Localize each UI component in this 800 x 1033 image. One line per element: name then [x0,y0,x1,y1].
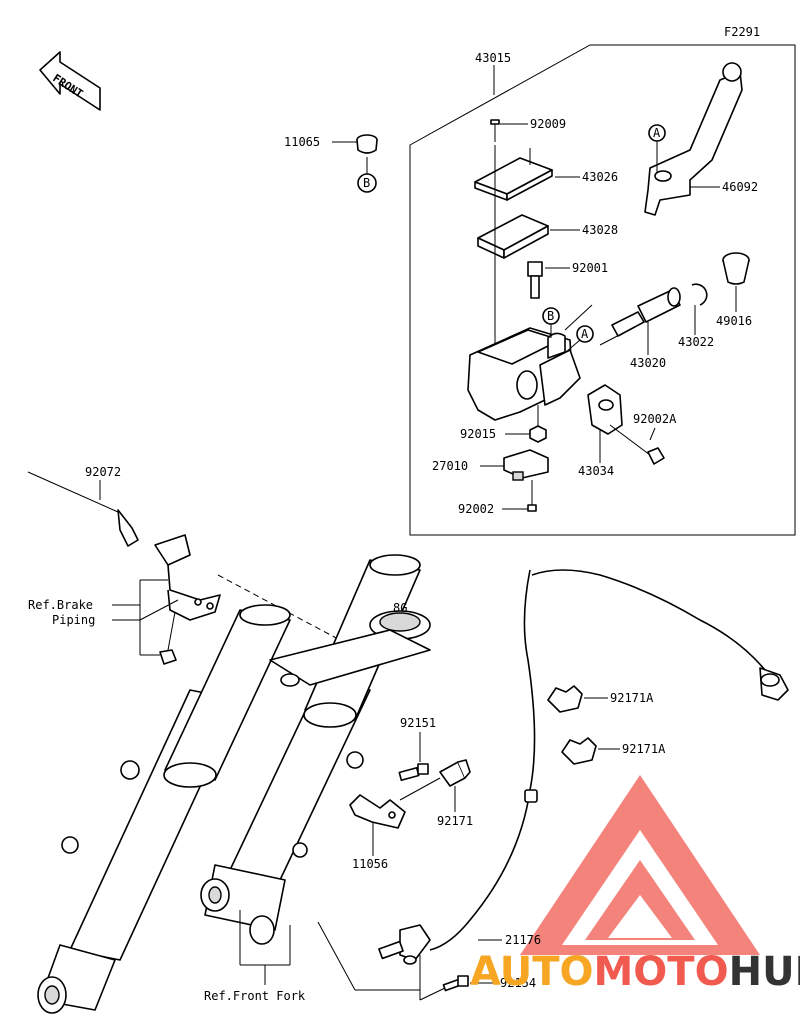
label-92171A-1: 92171A [610,691,654,705]
bolt-92001 [527,261,543,299]
clip-92171A-upper [547,685,583,713]
label-43022: 43022 [678,335,714,349]
sensor-connector [759,667,789,701]
cap-11065 [356,134,378,154]
wire-grommet [524,789,538,803]
label-92171: 92171 [437,814,473,828]
piston-kit-43020 [599,287,681,346]
watermark-text: AUTOMOTOHUB [470,949,800,995]
ref-brake-piping-1: Ref.Brake [28,598,93,612]
screw-92009 [490,119,500,142]
bolt-92151 [398,763,429,781]
svg-text:A: A [581,327,589,341]
figure-code: F2291 [724,25,760,39]
circlip-43022 [691,283,708,306]
label-21176: 21176 [505,933,541,947]
label-43015: 43015 [475,51,511,65]
label-92009: 92009 [530,117,566,131]
screw-92002 [527,480,537,512]
hose-bracket-92072 [27,471,221,665]
label-46092: 46092 [722,180,758,194]
bolt-92002A [609,424,665,465]
label-92171A-2: 92171A [622,742,666,756]
label-43028: 43028 [582,223,618,237]
label-43020: 43020 [630,356,666,370]
master-cylinder-body [467,327,581,421]
label-43034: 43034 [578,464,614,478]
svg-text:A: A [653,126,661,140]
label-49016: 49016 [716,314,752,328]
assembly-outline [409,44,796,536]
svg-text:B: B [363,176,370,190]
label-92151: 92151 [400,716,436,730]
clip-92171 [439,759,471,787]
clip-92171A-lower [561,737,597,765]
bolt-92154 [442,975,469,992]
bracket-11056 [349,794,406,829]
label-11056: 11056 [352,857,388,871]
ref-brake-piping-2: Piping [52,613,95,627]
lever-46092 [644,62,743,216]
abs-sensor-21176 [378,924,431,965]
front-direction-marker: FRONT [39,51,101,111]
label-92002A: 92002A [633,412,677,426]
label-11065: 11065 [284,135,320,149]
ref-front-fork: Ref.Front Fork [204,989,306,1003]
label-92002: 92002 [458,502,494,516]
label-27010: 27010 [432,459,468,473]
label-92001: 92001 [572,261,608,275]
switch-27010 [503,449,549,481]
fork-stamp: 8G [393,601,407,615]
svg-text:B: B [547,309,554,323]
boot-49016 [722,252,750,285]
label-43026: 43026 [582,170,618,184]
nut-92015 [529,425,547,443]
label-92072: 92072 [85,465,121,479]
watermark-logo [520,775,760,955]
sensor-wire [429,569,536,951]
callout-a-body [576,325,594,343]
clamp-43034 [587,384,623,435]
front-fork-assembly: 8G [37,554,431,1014]
label-92015: 92015 [460,427,496,441]
label-92154: 92154 [500,976,536,990]
